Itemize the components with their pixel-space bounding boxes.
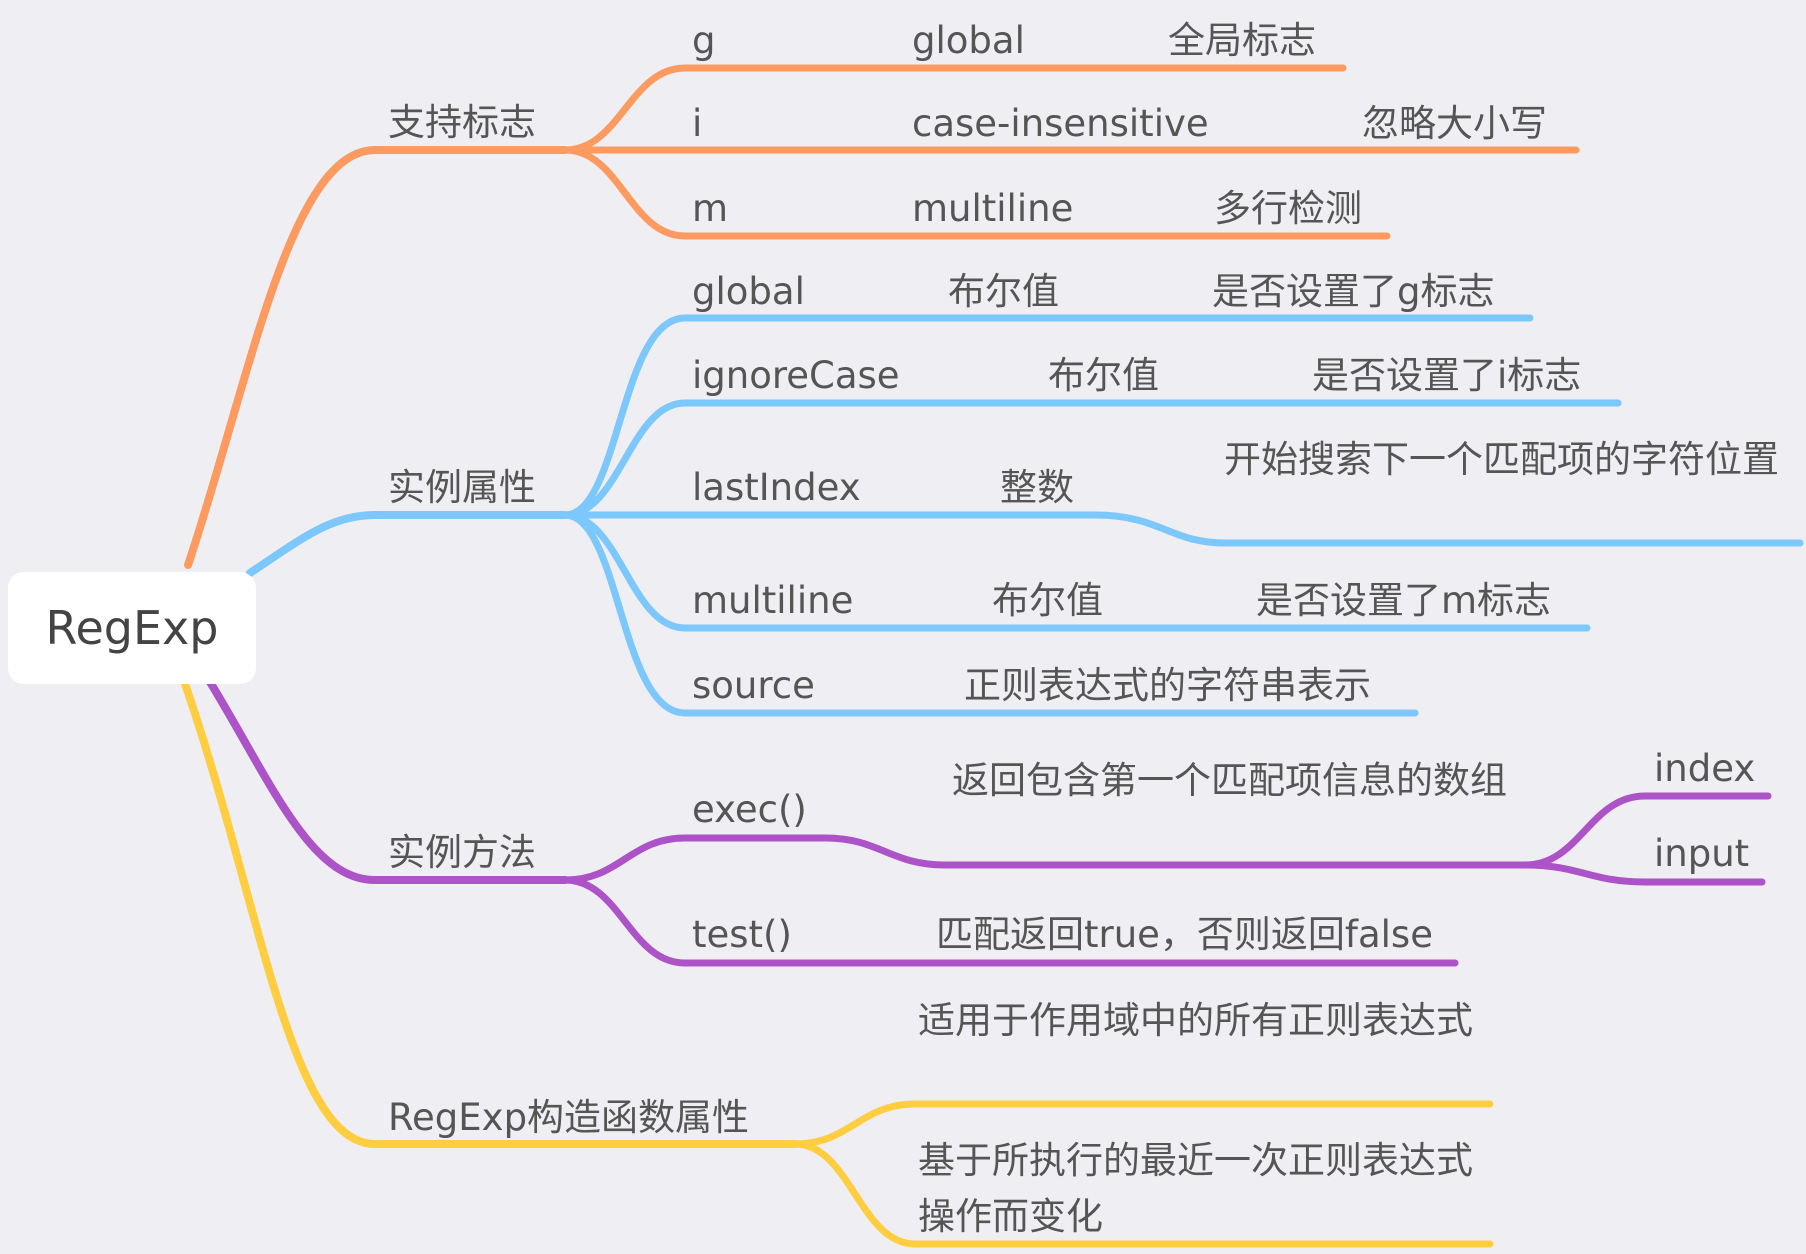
connector-root-props	[246, 511, 569, 577]
prop-lastindex-name: lastIndex	[692, 466, 861, 509]
connector-root-methods	[206, 678, 569, 884]
exec-child-index: index	[1654, 747, 1756, 790]
connector-prop-lastindex	[561, 511, 1804, 547]
method-exec-name: exec()	[692, 788, 807, 831]
branch-label-methods: 实例方法	[388, 831, 536, 874]
connector-ctor-1	[791, 1100, 1494, 1148]
connector-exec-index	[1521, 792, 1772, 869]
connector-flag-g	[561, 64, 1347, 154]
connector-prop-ignorecase	[561, 399, 1622, 519]
branch-label-ctor: RegExp构造函数属性	[388, 1096, 750, 1139]
method-exec-detail: 返回包含第一个匹配项信息的数组	[952, 759, 1507, 802]
prop-lastindex-note: 开始搜索下一个匹配项的字符位置	[1224, 438, 1779, 481]
ctor-item-2: 基于所执行的最近一次正则表达式操作而变化	[918, 1139, 1473, 1238]
prop-global-detail: 布尔值	[948, 270, 1059, 313]
connector-root-ctor	[181, 680, 799, 1148]
prop-multiline-detail: 布尔值	[992, 579, 1103, 622]
connector-flag-m	[561, 146, 1391, 240]
connector-exec-input	[1521, 861, 1766, 886]
connector-ctor-2	[791, 1140, 1494, 1248]
connector-method-test	[561, 876, 1459, 967]
flag-m-name: m	[692, 187, 729, 230]
flag-g-name: g	[692, 19, 716, 62]
connector-root-flags	[184, 146, 569, 569]
branch-label-props: 实例属性	[388, 466, 536, 509]
prop-ignorecase-name: ignoreCase	[692, 354, 900, 397]
prop-ignorecase-note: 是否设置了i标志	[1312, 354, 1582, 397]
prop-source-detail: 正则表达式的字符串表示	[964, 664, 1371, 707]
exec-child-input: input	[1654, 832, 1750, 875]
flag-m-detail: multiline	[912, 187, 1074, 230]
method-test-detail: 匹配返回true，否则返回false	[936, 913, 1433, 956]
prop-ignorecase-detail: 布尔值	[1048, 354, 1159, 397]
connector-prop-source	[561, 511, 1419, 717]
root-node: RegExp	[8, 572, 256, 684]
method-test-name: test()	[692, 913, 792, 956]
root-label: RegExp	[45, 601, 219, 655]
flag-g-note: 全局标志	[1168, 19, 1316, 62]
prop-multiline-name: multiline	[692, 579, 854, 622]
flag-g-detail: global	[912, 19, 1025, 62]
flag-i-note: 忽略大小写	[1362, 102, 1547, 145]
prop-multiline-note: 是否设置了m标志	[1256, 579, 1552, 622]
flag-i-detail: case-insensitive	[912, 102, 1209, 145]
prop-global-name: global	[692, 270, 805, 313]
prop-global-note: 是否设置了g标志	[1212, 270, 1495, 313]
prop-source-name: source	[692, 664, 815, 707]
branch-label-flags: 支持标志	[388, 101, 536, 144]
flag-i-name: i	[692, 102, 703, 145]
connector-method-exec	[561, 834, 1529, 884]
ctor-item-1: 适用于作用域中的所有正则表达式	[918, 999, 1473, 1042]
flag-m-note: 多行检测	[1214, 187, 1362, 230]
prop-lastindex-detail: 整数	[1000, 466, 1074, 509]
connector-prop-global	[561, 314, 1534, 519]
